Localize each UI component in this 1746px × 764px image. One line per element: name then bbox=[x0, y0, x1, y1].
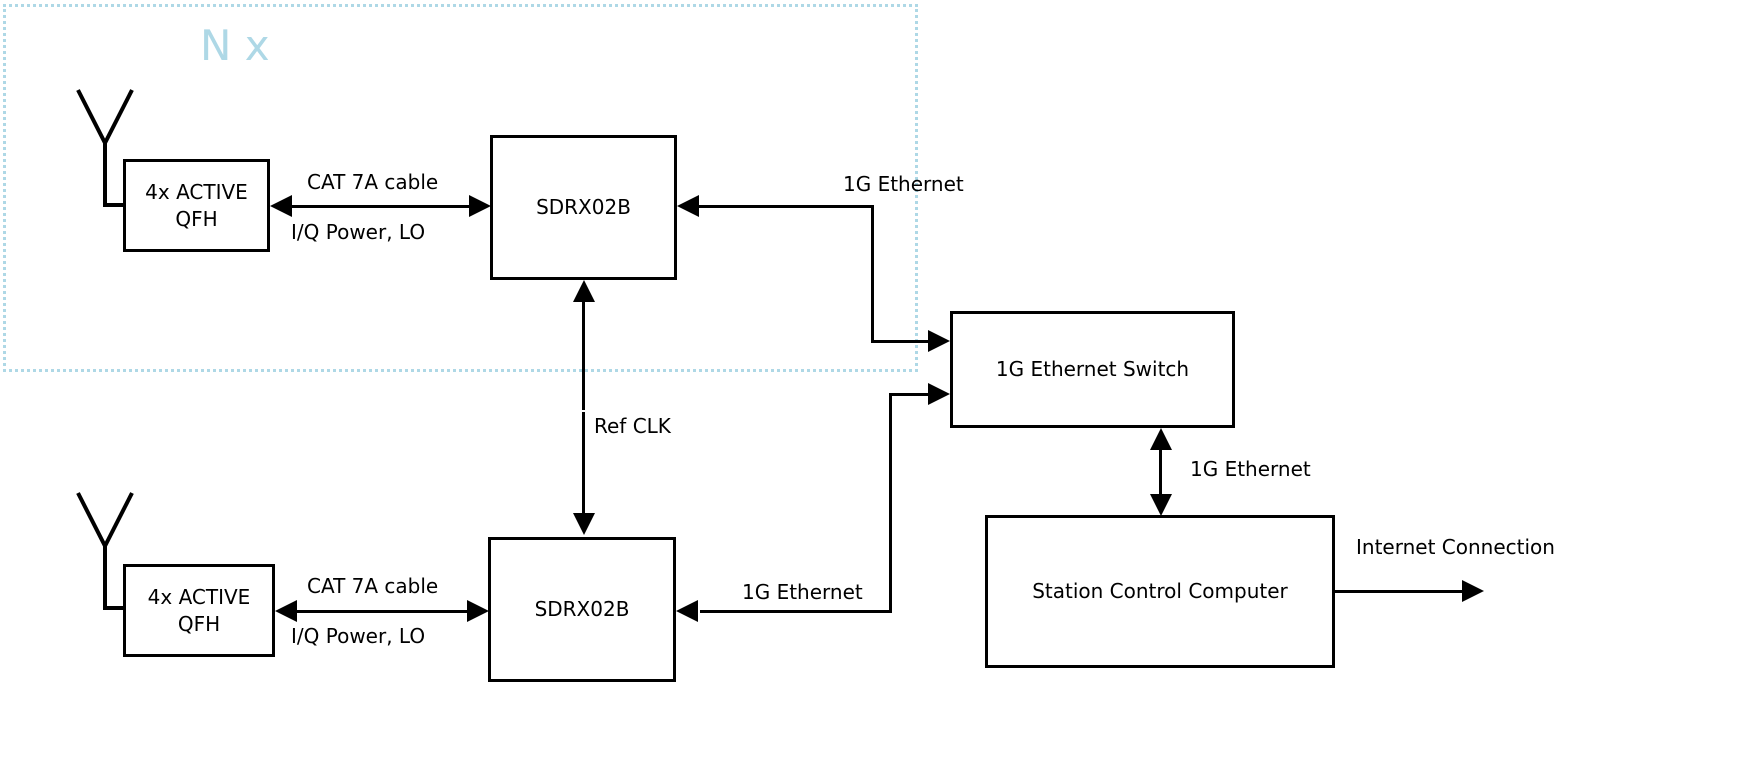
link-eth-top-vertical bbox=[871, 205, 874, 342]
link-refclk-upper bbox=[582, 302, 585, 410]
block-station-control-computer[interactable]: Station Control Computer bbox=[985, 515, 1335, 668]
antenna-icon bbox=[76, 89, 134, 207]
block-station-control-computer-label: Station Control Computer bbox=[1032, 579, 1288, 603]
block-qfh-top[interactable]: 4x ACTIVE QFH bbox=[123, 159, 270, 252]
arrowhead-right-internet bbox=[1462, 580, 1484, 602]
block-qfh-top-line1: 4x ACTIVE bbox=[145, 179, 248, 204]
link-refclk-lower bbox=[582, 412, 585, 514]
link-qfh-sdrx-bottom bbox=[297, 610, 467, 613]
label-cat7a-top: CAT 7A cable bbox=[307, 170, 439, 194]
link-eth-bottom-vertical bbox=[889, 393, 892, 613]
label-iq-top: I/Q Power, LO bbox=[291, 220, 426, 244]
block-ethernet-switch-label: 1G Ethernet Switch bbox=[995, 357, 1190, 381]
link-eth-top-horizontal-in bbox=[699, 205, 874, 208]
label-ref-clk: Ref CLK bbox=[594, 414, 671, 438]
block-sdrx-bottom[interactable]: SDRX02B bbox=[488, 537, 676, 682]
arrowhead-down-refclk bbox=[573, 513, 595, 535]
arrowhead-right-sdrx-top bbox=[469, 195, 491, 217]
arrowhead-right-switch-bottom bbox=[928, 383, 950, 405]
arrowhead-right-sdrx-bottom bbox=[467, 600, 489, 622]
replication-group-label: N x bbox=[200, 21, 270, 70]
arrowhead-right-switch-top bbox=[928, 330, 950, 352]
label-eth-switch-pc: 1G Ethernet bbox=[1190, 457, 1311, 481]
antenna-icon bbox=[76, 492, 134, 610]
label-internet-connection: Internet Connection bbox=[1356, 535, 1555, 559]
arrowhead-left-qfh-top bbox=[270, 195, 292, 217]
arrowhead-up-refclk bbox=[573, 280, 595, 302]
block-sdrx-bottom-label: SDRX02B bbox=[534, 597, 630, 621]
link-switch-computer bbox=[1159, 450, 1162, 496]
block-qfh-bottom-line2: QFH bbox=[177, 611, 221, 636]
label-iq-bottom: I/Q Power, LO bbox=[291, 624, 426, 648]
arrowhead-down-computer bbox=[1150, 494, 1172, 516]
block-qfh-top-line2: QFH bbox=[175, 206, 218, 231]
link-eth-top-horizontal-out bbox=[871, 340, 937, 343]
block-sdrx-top-label: SDRX02B bbox=[536, 195, 631, 219]
label-eth-bottom: 1G Ethernet bbox=[742, 580, 863, 604]
link-internet bbox=[1335, 590, 1463, 593]
link-eth-bottom-horizontal-in bbox=[700, 610, 892, 613]
replication-group-box bbox=[3, 4, 918, 372]
arrowhead-left-qfh-bottom bbox=[275, 600, 297, 622]
link-eth-bottom-horizontal-out bbox=[889, 393, 937, 396]
arrowhead-left-sdrx-top-eth bbox=[677, 195, 699, 217]
label-cat7a-bottom: CAT 7A cable bbox=[307, 574, 439, 598]
link-qfh-sdrx-top bbox=[292, 205, 469, 208]
block-sdrx-top[interactable]: SDRX02B bbox=[490, 135, 677, 280]
block-ethernet-switch[interactable]: 1G Ethernet Switch bbox=[950, 311, 1235, 428]
block-qfh-bottom-line1: 4x ACTIVE bbox=[147, 584, 251, 609]
arrowhead-left-sdrx-bottom-eth bbox=[676, 600, 698, 622]
label-eth-top: 1G Ethernet bbox=[843, 172, 964, 196]
arrowhead-up-switch bbox=[1150, 428, 1172, 450]
block-qfh-bottom[interactable]: 4x ACTIVE QFH bbox=[123, 564, 275, 657]
